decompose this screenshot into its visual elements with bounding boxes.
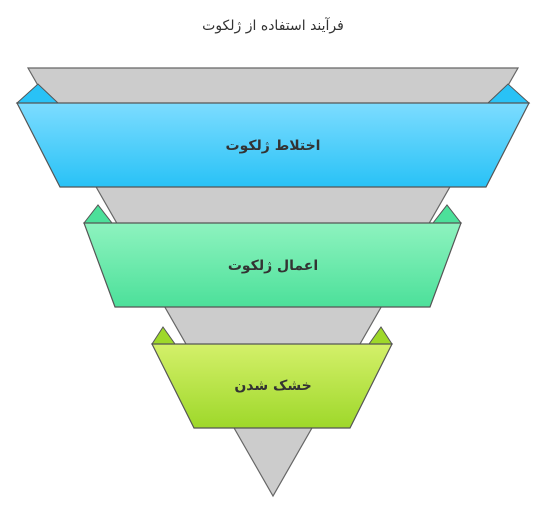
stage-3-label: خشک شدن	[234, 378, 311, 394]
stage-2-label: اعمال ژلکوت	[228, 258, 318, 274]
stage-3-back-right	[368, 326, 393, 345]
stage-1-band	[16, 102, 530, 188]
funnel-stage-2: اعمال ژلکوت	[82, 204, 463, 308]
stage-1-label: اختلاط ژلکوت	[226, 138, 321, 154]
stage-3-back-left	[151, 326, 176, 345]
funnel-stage-1: اختلاط ژلکوت	[15, 83, 531, 188]
stage-3-band	[151, 343, 393, 429]
stage-2-band	[83, 222, 462, 308]
funnel-stage-3: خشک شدن	[151, 326, 393, 429]
diagram-title: فرآیند استفاده از ژلکوت	[202, 18, 344, 34]
